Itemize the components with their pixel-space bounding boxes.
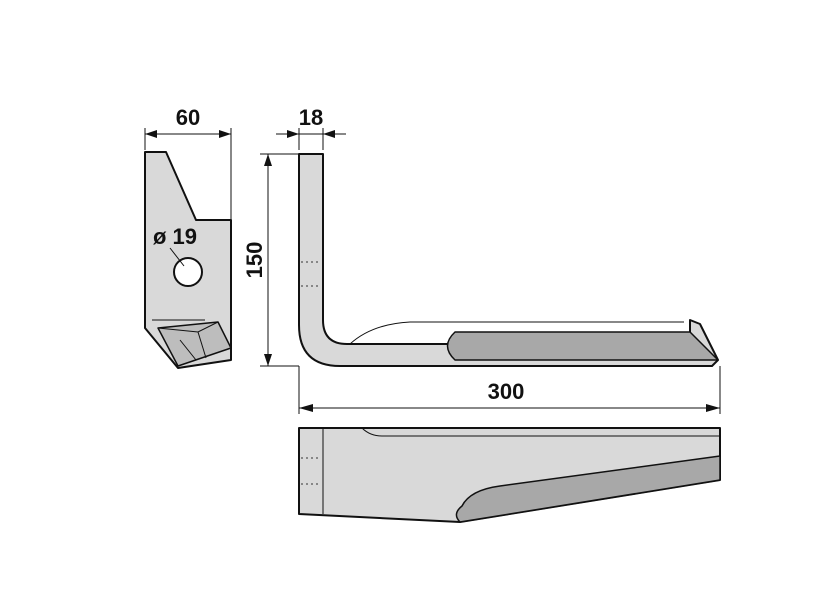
top-view-cutting-edge <box>455 455 721 523</box>
dim-18-label: 18 <box>299 105 323 130</box>
dim-300-label: 300 <box>488 379 525 404</box>
mounting-hole <box>173 257 203 287</box>
end-view-facet-3 <box>179 339 197 361</box>
side-view-bevel-top <box>349 321 684 345</box>
dim-150-label: 150 <box>242 242 267 279</box>
dim-18-arrow-left <box>287 130 299 138</box>
dim-300-arrow-right <box>706 404 720 412</box>
dim-150-arrow-top <box>264 154 272 166</box>
dim-60-label: 60 <box>176 105 200 130</box>
end-view-bevel <box>157 321 232 367</box>
dim-60-arrow-right <box>219 130 231 138</box>
side-view-cutting-edge <box>446 331 719 361</box>
side-view: 18 150 300 <box>242 105 721 414</box>
end-view-facet-2 <box>197 331 207 359</box>
dim-18-arrow-right <box>323 130 335 138</box>
top-view-bevel-line <box>361 427 720 437</box>
hole-diameter-label: ø 19 <box>153 224 197 249</box>
dim-60-arrow-left <box>145 130 157 138</box>
dim-300-arrow-left <box>299 404 313 412</box>
hole-leader <box>169 247 185 267</box>
end-view: 60 ø 19 <box>144 105 232 369</box>
top-view <box>298 427 721 523</box>
dim-150-arrow-bottom <box>264 354 272 366</box>
